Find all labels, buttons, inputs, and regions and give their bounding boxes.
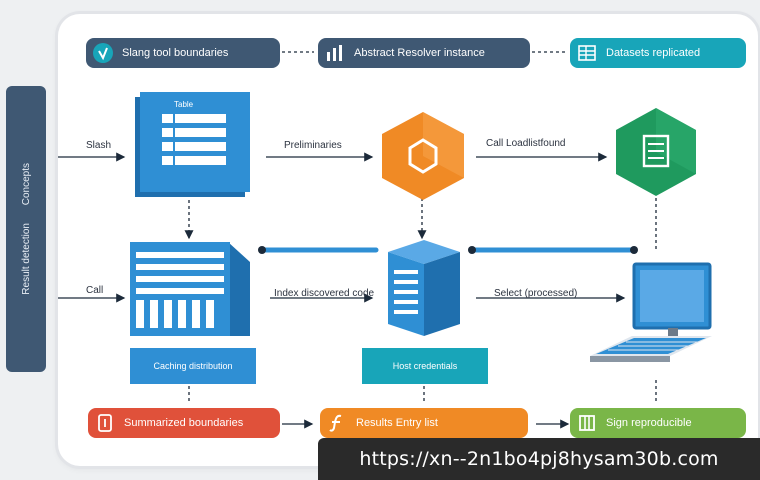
shield-check-icon (92, 42, 114, 64)
header-pill-right[interactable]: Datasets replicated (570, 38, 746, 68)
side-panel: Concepts Result detection (6, 86, 46, 372)
row2-input-label: Call (86, 285, 104, 296)
footer-pill-right[interactable]: Sign reproducible (570, 408, 746, 438)
caching-caption-label: Caching distribution (153, 361, 233, 371)
watermark-url: https://xn--2n1bo4pj8hysam30b.com (318, 438, 760, 480)
caching-caption-box: Caching distribution (130, 348, 256, 384)
footer-pill-mid-label: Results Entry list (356, 417, 438, 429)
footer-pill-left[interactable]: Summarized boundaries (88, 408, 280, 438)
document-card-title: Table (174, 100, 194, 109)
footer-pill-mid[interactable]: Results Entry list (320, 408, 528, 438)
grid-database-icon (576, 42, 598, 64)
header-pill-left[interactable]: Slang tool boundaries (86, 38, 280, 68)
function-icon (326, 412, 348, 434)
green-hexagon-node[interactable] (614, 106, 698, 198)
header-pill-right-label: Datasets replicated (606, 47, 701, 59)
bar-chart-icon (324, 42, 346, 64)
row1-input-label: Slash (86, 140, 112, 151)
host-caption-label: Host credentials (392, 361, 458, 371)
document-card[interactable]: Table (140, 92, 250, 192)
header-pill-mid[interactable]: Abstract Resolver instance (318, 38, 530, 68)
row1-right-label: Call Loadlistfound (486, 138, 566, 149)
header-pill-mid-label: Abstract Resolver instance (354, 47, 485, 59)
orange-hexagon-node[interactable] (380, 110, 466, 202)
server-block-node[interactable] (384, 238, 464, 338)
table-stack-node[interactable] (128, 240, 252, 340)
diagram-frame (58, 14, 758, 466)
header-pill-left-label: Slang tool boundaries (122, 47, 229, 59)
side-panel-text-b: Result detection (20, 223, 32, 295)
row1-mid-label: Preliminaries (284, 140, 342, 151)
side-panel-text-a: Concepts (20, 163, 32, 206)
row2-right-label: Select (processed) (494, 288, 578, 299)
monitor-node[interactable] (588, 262, 714, 378)
document-icon (94, 412, 116, 434)
host-caption-box: Host credentials (362, 348, 488, 384)
row2-mid-label: Index discovered code (274, 288, 375, 299)
archive-icon (576, 412, 598, 434)
footer-pill-right-label: Sign reproducible (606, 417, 692, 429)
document-lines-icon (162, 114, 226, 165)
footer-pill-left-label: Summarized boundaries (124, 417, 244, 429)
